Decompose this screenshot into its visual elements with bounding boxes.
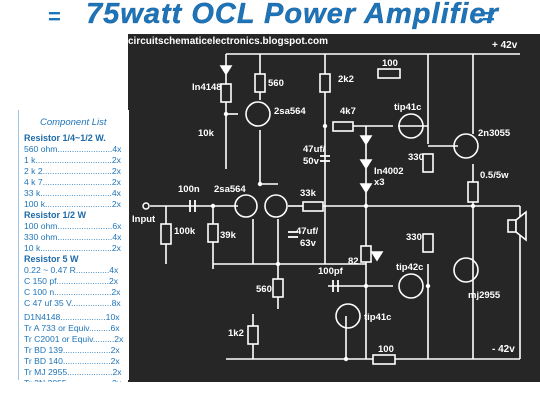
component-list-item: 100 ohm.......................6x (24, 221, 122, 231)
label-vplus: + 42v (492, 40, 518, 51)
component-list-item: C 47 uf 35 V.................8x (24, 298, 121, 308)
label-r1k2: 1k2 (228, 328, 244, 339)
component-list-panel (18, 110, 129, 380)
label-c47uf-b2: 63v (300, 238, 317, 249)
label-tip42c: tip42c (396, 262, 423, 273)
component-list-item: Tr A 733 or Equiv.........6x (24, 323, 120, 333)
resistor-330-top (422, 153, 434, 173)
speaker-body (507, 219, 517, 233)
label-mj2955: mj2955 (468, 290, 501, 301)
label-c47uf-b: 47uf/ (296, 226, 319, 237)
label-r100a: 100 (382, 58, 398, 69)
label-r100b: 100 (378, 344, 394, 355)
component-list-heading: Resistor 5 W (24, 254, 79, 264)
diode-c (359, 183, 373, 194)
transistors (234, 101, 479, 329)
label-tip41c-a: tip41c (394, 102, 421, 113)
label-r100k: 100k (174, 226, 196, 237)
label-2n3055: 2n3055 (478, 128, 511, 139)
component-list-item: D1N4148...................10x (24, 312, 120, 322)
website-label: circuitschematicelectronics.blogspot.com (128, 36, 328, 47)
resistor-330-bottom (422, 233, 434, 253)
label-q1: 2sa564 (274, 106, 306, 117)
component-list-item: 2 k 2.............................2x (24, 166, 121, 176)
label-r560a: 560 (268, 78, 284, 89)
diode-a (359, 135, 373, 146)
label-r330a: 330 (408, 152, 424, 163)
label-q2: 2sa564 (214, 184, 246, 195)
label-r4k7: 4k7 (340, 106, 356, 117)
schematic-diagram: circuitschematicelectronics.blogspot.com… (128, 36, 527, 365)
component-list-item: C 150 pf......................2x (24, 276, 119, 286)
label-r330b: 330 (406, 232, 422, 243)
label-c100pf: 100pf (318, 266, 344, 277)
component-list-item: Tr BD 139....................2x (24, 345, 120, 355)
resistor-82 (360, 245, 372, 263)
label-r10k: 10k (198, 128, 215, 139)
component-list-item: C 100 n........................2x (24, 287, 121, 297)
label-d4002x: x3 (374, 177, 385, 188)
component-list-item: 100 k............................2x (24, 199, 121, 209)
component-list-item: Tr C2001 or Equiv.........2x (24, 334, 124, 344)
input-terminal (142, 202, 150, 210)
component-list-item: 0.22 ~ 0.47 R..............4x (24, 265, 119, 275)
label-d4002: In4002 (374, 166, 404, 177)
resistor-560-bottom (272, 278, 284, 298)
label-r2k2: 2k2 (338, 74, 354, 85)
component-list-item: 33 k..............................4x (24, 188, 121, 198)
label-c100n: 100n (178, 184, 200, 195)
component-list-heading: Resistor 1/2 W (24, 210, 87, 220)
label-r560b: 560 (256, 284, 272, 295)
diode-b (359, 159, 373, 170)
resistor-100-top (377, 68, 401, 79)
components (160, 68, 527, 365)
resistor-2k2 (319, 73, 331, 93)
component-list-item: 1 k................................2x (24, 155, 121, 165)
resistor-4k7 (332, 121, 354, 132)
label-c47uf-a: 47uf/ (303, 144, 326, 155)
label-d1: In4148 (192, 82, 222, 93)
component-list-item: 10 k..............................2x (24, 243, 121, 253)
label-vminus: - 42v (492, 344, 515, 355)
title-bar: = 75watt OCL Power Amplifier = (0, 0, 540, 34)
label-r39k: 39k (220, 230, 237, 241)
resistor-10k (220, 83, 232, 103)
component-list-item: 330 ohm.......................4x (24, 232, 122, 242)
resistor-100k (160, 223, 172, 245)
capacitors (189, 155, 339, 292)
diodes (219, 65, 384, 262)
diode-d1 (219, 65, 233, 76)
resistor-0-5-5w (467, 181, 479, 203)
speaker-cone (515, 210, 527, 242)
label-c47uf-a2: 50v (303, 156, 320, 167)
component-list-item: 560 ohm.......................4x (24, 144, 122, 154)
page-title: 75watt OCL Power Amplifier (86, 0, 499, 30)
component-list-item: 4 k 7.............................2x (24, 177, 121, 187)
component-list-heading: Resistor 1/4~1/2 W. (24, 133, 106, 143)
label-r05: 0.5/5w (480, 170, 509, 181)
footer-strip (0, 382, 540, 416)
resistor-560-top (254, 73, 266, 93)
label-tip41c-b: tip41c (364, 312, 391, 323)
title-left-mark: = (48, 4, 61, 29)
component-list-item: Tr MJ 2955...................2x (24, 367, 122, 377)
diode-d (370, 251, 384, 262)
junctions (210, 111, 476, 362)
title-right-mark: = (482, 4, 495, 29)
component-list-title: Component List (40, 117, 107, 128)
resistor-33k (302, 201, 324, 212)
label-r33k: 33k (300, 188, 317, 199)
component-list-item: Tr BD 140....................2x (24, 356, 120, 366)
resistor-1k2 (247, 325, 259, 345)
label-input: Input (132, 214, 156, 225)
resistor-100-bottom (372, 354, 396, 365)
resistor-39k (207, 223, 219, 243)
wires (150, 53, 521, 360)
schematic-labels: circuitschematicelectronics.blogspot.com… (128, 36, 518, 355)
label-r82: 82 (348, 256, 359, 267)
schematic-panel: circuitschematicelectronics.blogspot.com… (128, 34, 540, 382)
